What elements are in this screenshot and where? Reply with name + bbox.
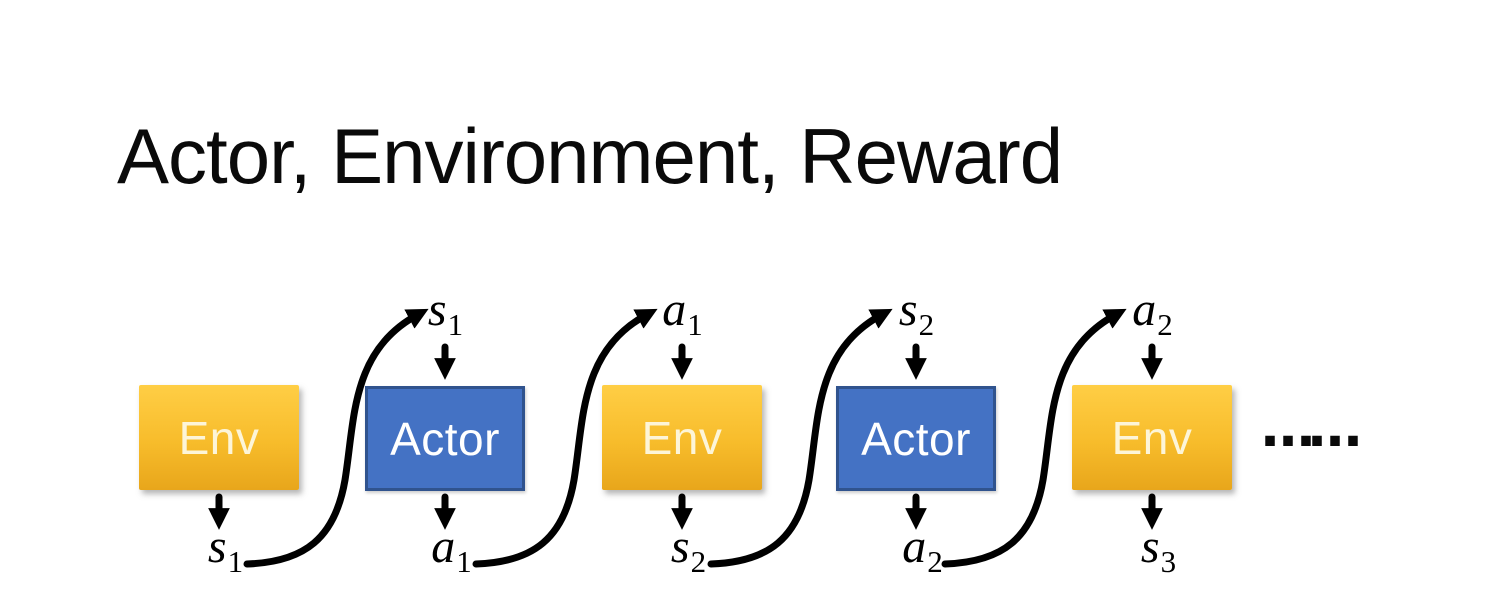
label-a1-top: a1	[637, 283, 727, 341]
actor-box-2: Actor	[836, 386, 996, 491]
label-a2-bottom-sub: 2	[927, 544, 943, 579]
label-s2-bottom-base: s	[670, 520, 690, 573]
label-s2-bottom-sub: 2	[690, 544, 707, 579]
label-a2-top-sub: 2	[1157, 307, 1173, 342]
label-a1-bottom-sub: 1	[456, 544, 472, 579]
env-box-3: Env	[1072, 385, 1232, 490]
continuation-dots: ……	[1261, 396, 1362, 459]
actor-box-1: Actor	[365, 386, 525, 491]
label-s2-top-sub: 2	[918, 307, 935, 342]
label-s3-bottom-sub: 3	[1160, 544, 1177, 579]
env-box-2-label: Env	[641, 411, 723, 464]
label-s1-top: s1	[400, 283, 490, 341]
curved-arrow-s1	[243, 308, 429, 568]
label-a2-top-base: a	[1132, 283, 1157, 336]
env-box-1-label: Env	[178, 411, 260, 464]
label-a1-top-base: a	[662, 283, 687, 336]
label-s1-bottom-base: s	[207, 520, 227, 573]
label-s1-top-base: s	[427, 283, 447, 336]
label-s1-top-sub: 1	[447, 307, 464, 342]
label-s3-bottom-base: s	[1140, 520, 1160, 573]
env-box-2: Env	[602, 385, 762, 490]
slide-title: Actor, Environment, Reward	[117, 112, 1063, 200]
curved-arrow-a2	[941, 308, 1127, 568]
label-s2-bottom: s2	[643, 520, 733, 578]
label-a2-bottom-base: a	[902, 520, 927, 573]
label-a2-bottom: a2	[877, 520, 967, 578]
env-box-3-label: Env	[1111, 411, 1193, 464]
env-box-1: Env	[139, 385, 299, 490]
actor-box-1-label: Actor	[390, 412, 500, 465]
curved-arrow-s2	[707, 308, 893, 568]
label-a1-bottom: a1	[406, 520, 496, 578]
curved-arrow-a1	[472, 308, 658, 568]
label-a2-top: a2	[1107, 283, 1197, 341]
label-s3-bottom: s3	[1113, 520, 1203, 578]
label-s1-bottom-sub: 1	[227, 544, 244, 579]
label-s2-top-base: s	[898, 283, 918, 336]
label-a1-top-sub: 1	[687, 307, 703, 342]
label-a1-bottom-base: a	[431, 520, 456, 573]
label-s2-top: s2	[871, 283, 961, 341]
label-s1-bottom: s1	[180, 520, 270, 578]
actor-box-2-label: Actor	[861, 412, 971, 465]
